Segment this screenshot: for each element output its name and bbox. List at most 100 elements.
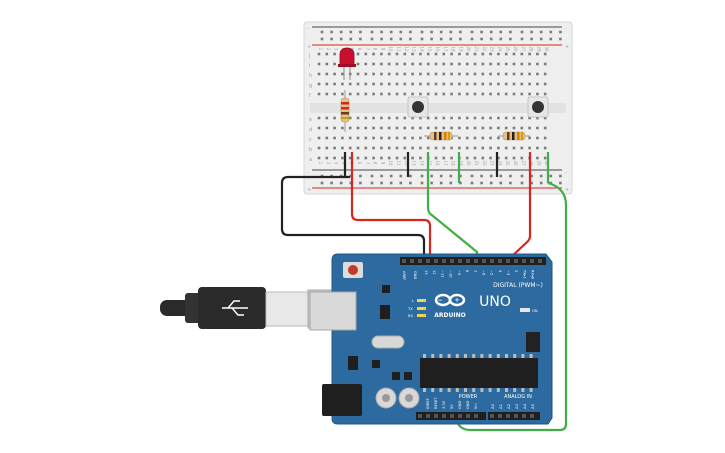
bb-rail-hole[interactable] (389, 37, 393, 41)
bb-hole[interactable] (348, 82, 352, 86)
bb-hole[interactable] (426, 82, 430, 86)
bb-hole[interactable] (434, 72, 438, 76)
bb-hole[interactable] (497, 72, 500, 76)
bb-rail-hole[interactable] (559, 181, 562, 185)
bb-rail-hole[interactable] (459, 181, 462, 185)
bb-hole[interactable] (419, 146, 422, 150)
header-hole[interactable] (530, 259, 534, 263)
bb-hole[interactable] (520, 52, 524, 56)
bb-hole[interactable] (512, 126, 516, 130)
bb-hole[interactable] (387, 62, 391, 66)
bb-rail-hole[interactable] (509, 37, 512, 41)
bb-hole[interactable] (356, 62, 360, 66)
bb-hole[interactable] (442, 126, 446, 130)
bb-hole[interactable] (512, 52, 516, 56)
bb-hole[interactable] (364, 116, 368, 120)
bb-hole[interactable] (504, 156, 508, 160)
bb-hole[interactable] (395, 146, 399, 150)
bb-hole[interactable] (380, 126, 383, 130)
bb-hole[interactable] (325, 92, 329, 96)
bb-hole[interactable] (434, 52, 438, 56)
header-hole[interactable] (418, 259, 422, 263)
bb-hole[interactable] (380, 72, 383, 76)
bb-hole[interactable] (333, 136, 336, 140)
bb-rail-hole[interactable] (470, 37, 474, 41)
bb-rail-hole[interactable] (430, 30, 433, 34)
reset-button[interactable] (348, 265, 358, 275)
bb-rail-hole[interactable] (349, 30, 353, 34)
bb-hole[interactable] (473, 82, 477, 86)
bb-hole[interactable] (333, 52, 336, 56)
bb-rail-hole[interactable] (420, 174, 424, 178)
bb-rail-hole[interactable] (380, 37, 383, 41)
bb-hole[interactable] (348, 126, 352, 130)
bb-hole[interactable] (364, 52, 368, 56)
bb-hole[interactable] (520, 72, 524, 76)
bb-hole[interactable] (317, 52, 321, 56)
bb-hole[interactable] (543, 126, 547, 130)
bb-hole[interactable] (434, 92, 438, 96)
bb-rail-hole[interactable] (549, 30, 553, 34)
bb-rail-hole[interactable] (539, 30, 543, 34)
bb-hole[interactable] (419, 52, 422, 56)
bb-hole[interactable] (380, 92, 383, 96)
bb-hole[interactable] (512, 82, 516, 86)
bb-hole[interactable] (403, 136, 407, 140)
header-hole[interactable] (474, 259, 478, 263)
bb-hole[interactable] (465, 92, 469, 96)
bb-hole[interactable] (356, 156, 360, 160)
bb-hole[interactable] (458, 116, 461, 120)
bb-hole[interactable] (504, 72, 508, 76)
bb-hole[interactable] (450, 92, 453, 96)
bb-rail-hole[interactable] (520, 37, 524, 41)
header-hole[interactable] (498, 414, 502, 418)
bb-hole[interactable] (481, 156, 485, 160)
header-hole[interactable] (514, 414, 518, 418)
bb-hole[interactable] (317, 126, 321, 130)
bb-rail-hole[interactable] (399, 181, 403, 185)
bb-hole[interactable] (387, 156, 391, 160)
bb-hole[interactable] (489, 156, 492, 160)
bb-hole[interactable] (497, 116, 500, 120)
bb-hole[interactable] (356, 116, 360, 120)
bb-hole[interactable] (473, 52, 477, 56)
bb-hole[interactable] (341, 72, 344, 76)
bb-hole[interactable] (481, 92, 485, 96)
bb-hole[interactable] (380, 156, 383, 160)
bb-hole[interactable] (403, 82, 407, 86)
wire-black-gnd[interactable] (280, 175, 426, 258)
bb-rail-hole[interactable] (470, 30, 474, 34)
bb-hole[interactable] (387, 146, 391, 150)
bb-hole[interactable] (419, 92, 422, 96)
bb-hole[interactable] (325, 136, 329, 140)
bb-rail-hole[interactable] (439, 174, 443, 178)
bb-hole[interactable] (325, 82, 329, 86)
bb-hole[interactable] (426, 136, 430, 140)
bb-hole[interactable] (325, 156, 329, 160)
header-hole[interactable] (466, 259, 470, 263)
bb-hole[interactable] (372, 92, 375, 96)
bb-hole[interactable] (512, 92, 516, 96)
bb-hole[interactable] (497, 82, 500, 86)
bb-hole[interactable] (528, 62, 531, 66)
bb-hole[interactable] (317, 136, 321, 140)
bb-hole[interactable] (317, 156, 321, 160)
bb-rail-hole[interactable] (370, 37, 374, 41)
bb-hole[interactable] (528, 126, 531, 130)
wire-green-5v[interactable] (454, 181, 568, 432)
header-hole[interactable] (490, 414, 494, 418)
bb-hole[interactable] (504, 116, 508, 120)
bb-hole[interactable] (403, 62, 407, 66)
bb-hole[interactable] (380, 116, 383, 120)
bb-hole[interactable] (465, 62, 469, 66)
bb-rail-hole[interactable] (409, 30, 412, 34)
bb-hole[interactable] (380, 52, 383, 56)
header-hole[interactable] (530, 414, 534, 418)
bb-hole[interactable] (536, 126, 539, 130)
bb-hole[interactable] (489, 126, 492, 130)
bb-hole[interactable] (473, 136, 477, 140)
bb-hole[interactable] (473, 72, 477, 76)
bb-rail-hole[interactable] (520, 30, 524, 34)
bb-rail-hole[interactable] (370, 181, 374, 185)
bb-hole[interactable] (512, 156, 516, 160)
